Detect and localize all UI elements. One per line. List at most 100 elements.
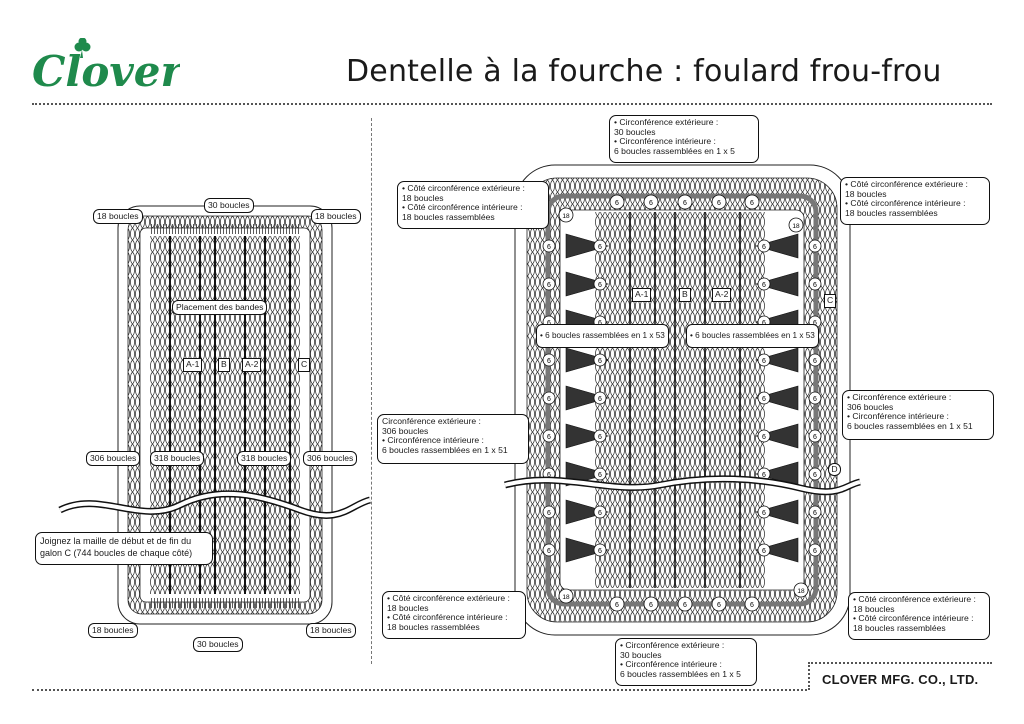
marker-six-label: 6 <box>813 510 817 517</box>
edge-marker-circle <box>609 194 625 210</box>
join-note-line2: galon C (744 boucles de chaque côté) <box>40 548 193 558</box>
edge-marker-six: 6 <box>750 602 754 609</box>
corner-bl-l4: 18 boucles rassemblées <box>387 621 480 632</box>
gather-triangle-right <box>754 499 799 525</box>
corner-note-bl: • Côté circonférence extérieure : 18 bou… <box>382 591 526 639</box>
edge-marker-circle <box>643 596 659 612</box>
edge-marker-six: 6 <box>683 602 687 609</box>
corner-marker-circle <box>558 588 574 604</box>
corner-label-tl: 18 boucles <box>93 209 143 224</box>
marker-circle-right <box>808 429 822 443</box>
marker-six-label: 6 <box>598 320 602 327</box>
marker-six-label: 6 <box>813 358 817 365</box>
marker-six-label: 6 <box>547 548 551 555</box>
marker-circle-inner-right <box>757 543 771 557</box>
marker-circle-inner-left <box>593 239 607 253</box>
edge-marker-six: 6 <box>683 200 687 207</box>
left-diagram-drawing <box>58 205 372 625</box>
right-strip-a1-tag: A-1 <box>632 288 652 302</box>
edge-marker-circle <box>677 194 693 210</box>
bottom-note: • Circonférence extérieure : 30 boucles … <box>615 638 757 686</box>
marker-six-label: 6 <box>547 510 551 517</box>
corner-bl-l1: • Côté circonférence extérieure : <box>387 593 510 603</box>
marker-six-label: 6 <box>598 282 602 289</box>
clover-logo: Clover <box>32 38 180 94</box>
marker-six-label: 6 <box>762 548 766 555</box>
marker-six-label: 6 <box>762 396 766 403</box>
corner-note-tl: • Côté circonférence extérieure : 18 bou… <box>397 181 549 229</box>
marker-circle-left <box>542 429 556 443</box>
gather-triangle-right <box>754 423 799 449</box>
marker-six-label: 6 <box>598 510 602 517</box>
right-strip-a2-tag: A-2 <box>712 288 732 302</box>
corner-br-l2: 18 boucles <box>853 603 895 614</box>
left-top-gather <box>150 224 300 234</box>
corner-label-br: 18 boucles <box>306 623 356 638</box>
marker-six-label: 6 <box>547 472 551 479</box>
edge-marker-six: 6 <box>649 602 653 609</box>
corner-marker-18: 18 <box>562 213 570 220</box>
side-note-left: Circonférence extérieure : 306 boucles •… <box>377 414 529 464</box>
center-note-left: • 6 boucles rassemblées en 1 x 53 <box>536 324 669 348</box>
marker-circle-left <box>542 505 556 519</box>
edge-marker-circle <box>744 596 760 612</box>
marker-circle-left <box>542 543 556 557</box>
left-bottom-gather <box>150 598 300 608</box>
side-note-right: • Circonférence extérieure : 306 boucles… <box>842 390 994 440</box>
edge-marker-six: 6 <box>649 200 653 207</box>
corner-marker-18: 18 <box>792 223 800 230</box>
strip-a1-tag: A-1 <box>183 358 203 372</box>
right-strip-loops <box>595 212 765 588</box>
marker-six-label: 6 <box>547 282 551 289</box>
side-left-l2: 306 boucles <box>382 425 429 436</box>
top-note-l3: • Circonférence intérieure : <box>614 136 716 146</box>
gather-triangle-left <box>565 271 610 297</box>
gather-triangle-left <box>565 347 610 373</box>
bottom-divider <box>32 689 807 691</box>
right-strip-d-tag: D <box>828 463 841 476</box>
marker-six-label: 6 <box>762 434 766 441</box>
marker-six-label: 6 <box>813 548 817 555</box>
marker-six-label: 6 <box>762 472 766 479</box>
corner-marker-18: 18 <box>797 588 805 595</box>
marker-circle-inner-right <box>757 429 771 443</box>
marker-six-label: 6 <box>547 244 551 251</box>
right-strip-c-tag: C <box>824 294 837 308</box>
top-count-label: 30 boucles <box>204 198 254 213</box>
bottom-note-l2: 30 boucles <box>620 649 662 660</box>
corner-tl-l4: 18 boucles rassemblées <box>402 211 495 222</box>
svg-text:Clover: Clover <box>32 47 180 94</box>
gather-triangle-left <box>565 499 610 525</box>
marker-circle-right <box>808 277 822 291</box>
bottom-note-l1: • Circonférence extérieure : <box>620 640 725 650</box>
right-strip-b-tag: B <box>679 288 691 302</box>
marker-circle-inner-right <box>757 277 771 291</box>
corner-marker-circle <box>788 217 804 233</box>
marker-circle-right <box>808 505 822 519</box>
marker-six-label: 6 <box>813 434 817 441</box>
company-name: CLOVER MFG. CO., LTD. <box>822 672 979 687</box>
marker-six-label: 6 <box>547 358 551 365</box>
corner-note-br: • Côté circonférence extérieure : 18 bou… <box>848 592 990 640</box>
marker-six-label: 6 <box>762 320 766 327</box>
corner-tl-l3: • Côté circonférence intérieure : <box>402 202 523 212</box>
gather-triangle-left <box>565 385 610 411</box>
corner-br-l4: 18 boucles rassemblées <box>853 622 946 633</box>
top-note-l2: 30 boucles <box>614 126 656 137</box>
edge-marker-circle <box>711 596 727 612</box>
corner-br-l1: • Côté circonférence extérieure : <box>853 594 976 604</box>
marker-circle-inner-right <box>757 353 771 367</box>
marker-six-label: 6 <box>547 434 551 441</box>
gather-triangle-right <box>754 347 799 373</box>
corner-tl-l2: 18 boucles <box>402 192 444 203</box>
marker-circle-inner-left <box>593 391 607 405</box>
marker-six-label: 6 <box>762 358 766 365</box>
marker-circle-right <box>808 391 822 405</box>
marker-six-label: 6 <box>762 510 766 517</box>
marker-six-label: 6 <box>598 548 602 555</box>
corner-tr-l1: • Côté circonférence extérieure : <box>845 179 968 189</box>
marker-circle-left <box>542 353 556 367</box>
edge-marker-six: 6 <box>615 602 619 609</box>
